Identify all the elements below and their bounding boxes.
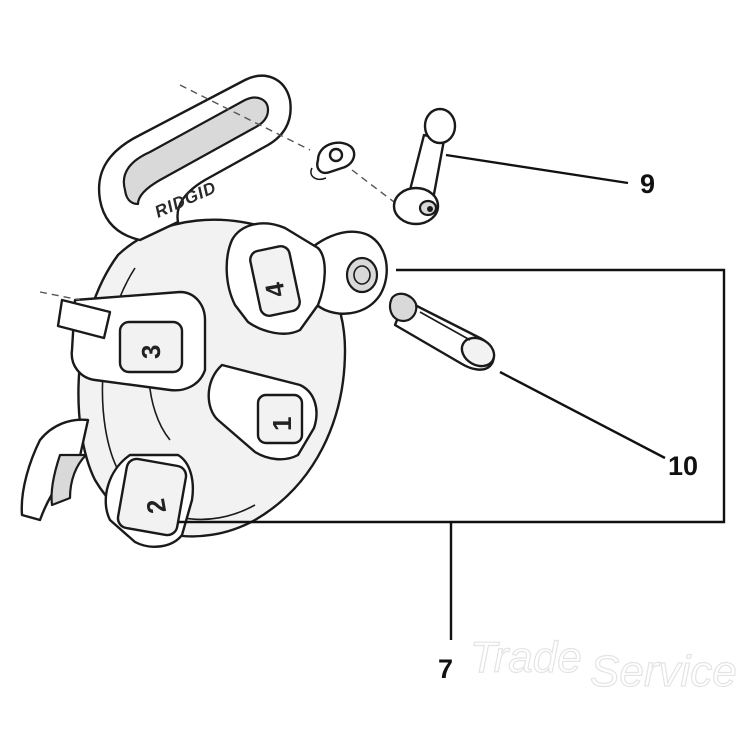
leader-lines bbox=[178, 153, 726, 640]
segment-number-1: 1 bbox=[267, 417, 297, 431]
axis-dash-top bbox=[179, 84, 311, 151]
callout-9: 9 bbox=[640, 169, 655, 199]
left-stub bbox=[56, 298, 112, 340]
segment-number-2: 2 bbox=[140, 496, 172, 515]
watermark: Trade Service bbox=[469, 632, 737, 696]
segment-number-4: 4 bbox=[259, 280, 291, 300]
leader-9 bbox=[445, 153, 629, 185]
part-9-pin bbox=[392, 107, 457, 226]
segment-4: 4 bbox=[225, 222, 326, 335]
part-10-shaft bbox=[388, 292, 496, 371]
callout-labels: 9 10 7 bbox=[438, 169, 698, 684]
segment-number-3: 3 bbox=[136, 345, 166, 359]
main-assembly: RIDGID 4 3 1 2 bbox=[20, 74, 388, 548]
watermark-word-2: Service bbox=[590, 647, 737, 696]
axis-dash-left bbox=[39, 291, 81, 301]
leader-10 bbox=[499, 370, 666, 460]
segment-2: 2 bbox=[104, 453, 194, 548]
axis-dash-clip bbox=[351, 169, 399, 206]
pivot-hole bbox=[345, 256, 379, 294]
callout-7: 7 bbox=[438, 654, 453, 684]
callout-10: 10 bbox=[668, 451, 698, 481]
handle-slot bbox=[122, 96, 270, 206]
segment-1: 1 bbox=[207, 363, 318, 461]
spring-clip bbox=[310, 141, 356, 181]
watermark-word-1: Trade bbox=[470, 633, 582, 682]
